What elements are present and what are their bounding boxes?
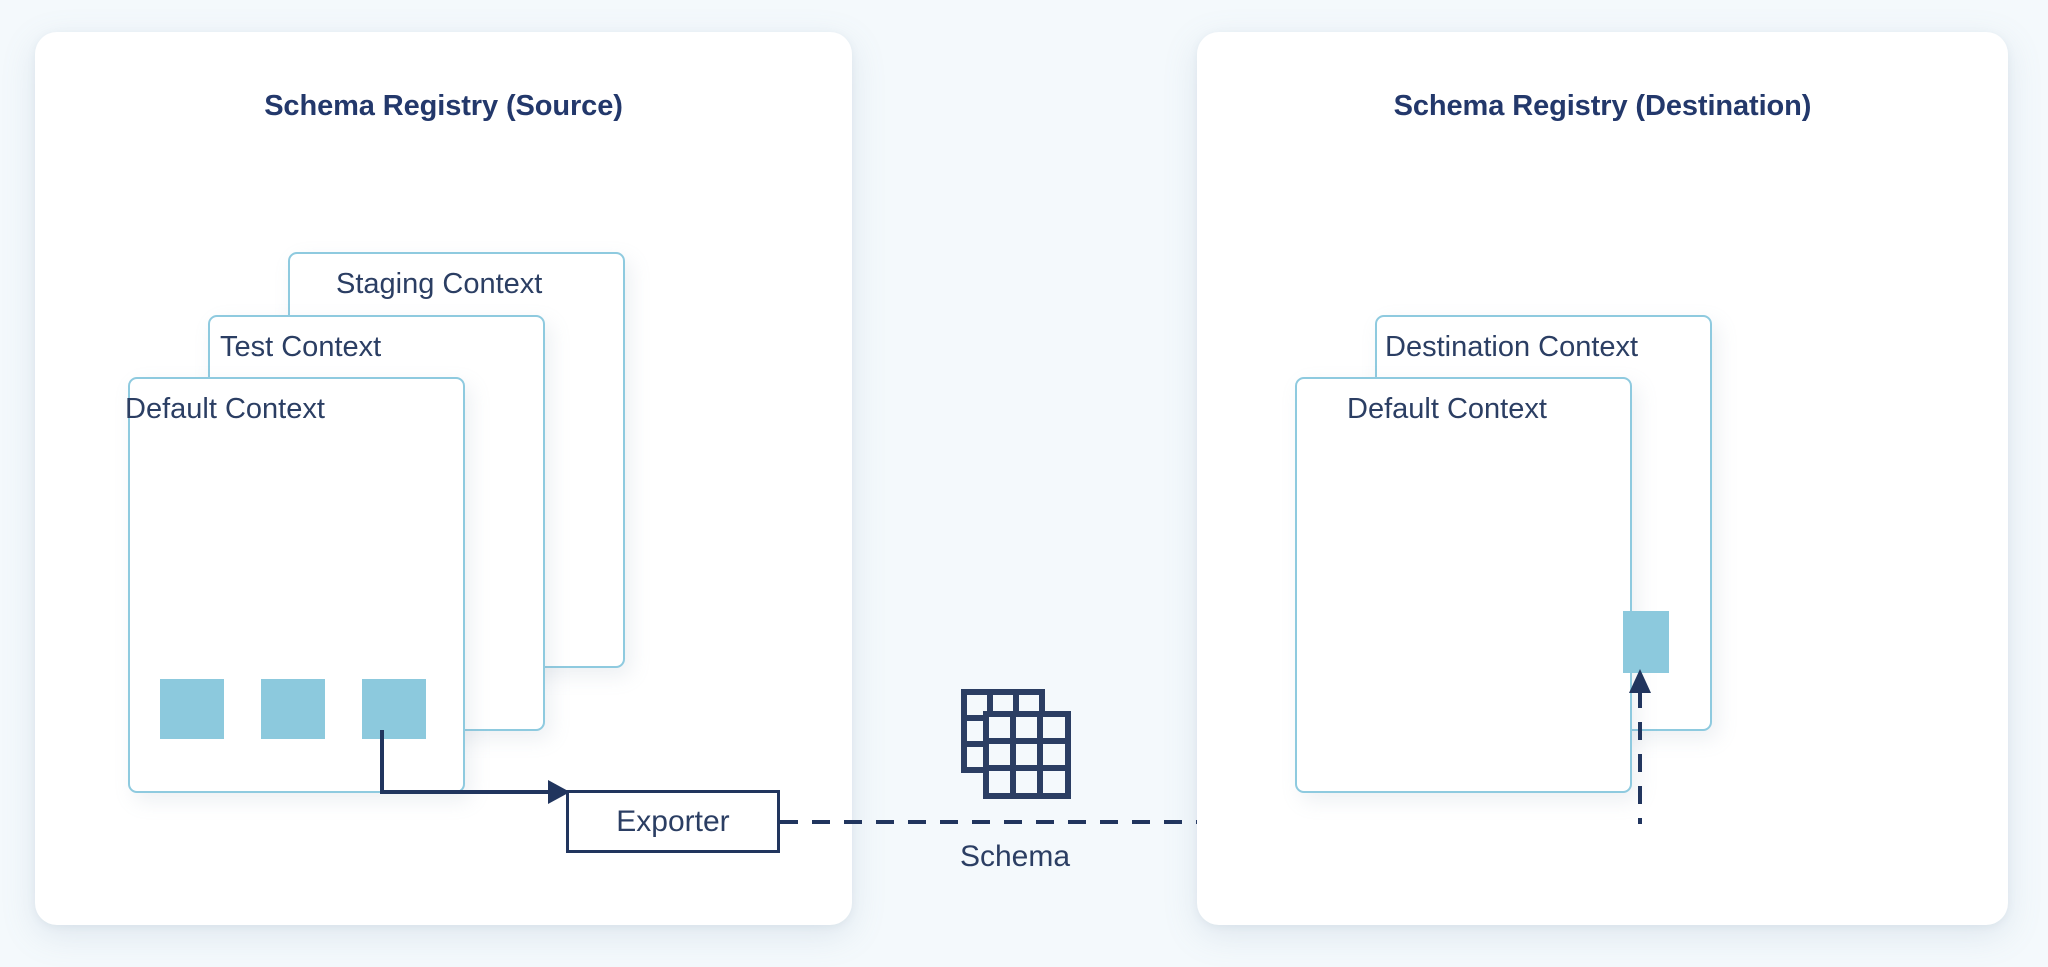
exporter-box[interactable]: Exporter xyxy=(566,790,780,853)
context-card-staging-label: Staging Context xyxy=(336,268,543,300)
context-card-destination-label: Destination Context xyxy=(1385,331,1639,363)
schema-transport-label: Schema xyxy=(959,840,1071,873)
page-title-destination: Schema Registry (Destination) xyxy=(1393,90,1812,122)
page-title-source: Schema Registry (Source) xyxy=(264,90,623,122)
schema-transport-riser xyxy=(1638,690,1642,824)
schema-chip-2[interactable] xyxy=(261,679,325,739)
context-card-test-label: Test Context xyxy=(220,331,382,363)
arrow-up-icon xyxy=(1629,669,1651,693)
context-card-default-destination-label: Default Context xyxy=(1347,393,1547,425)
schema-chip-dest[interactable] xyxy=(1623,611,1669,673)
schema-chip-1[interactable] xyxy=(160,679,224,739)
exporter-label: Exporter xyxy=(616,804,730,838)
context-card-default-destination[interactable]: Default Context xyxy=(1295,377,1632,793)
schema-chip-3[interactable] xyxy=(362,679,426,739)
context-card-default-source-label: Default Context xyxy=(125,393,325,425)
connector-source-to-exporter xyxy=(380,730,570,804)
schema-grid-icon xyxy=(961,689,1071,799)
